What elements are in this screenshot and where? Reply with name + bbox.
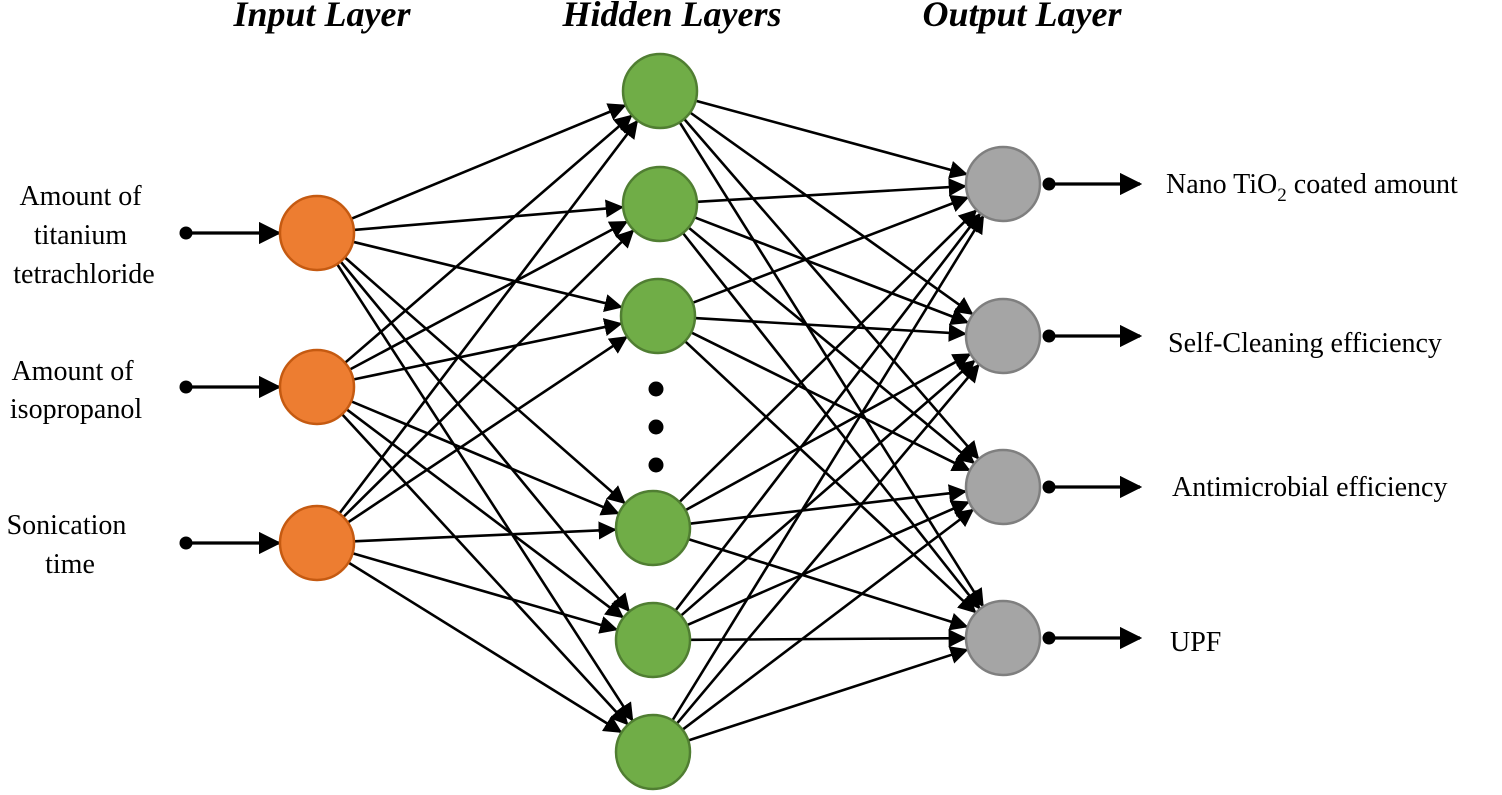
output-label-tio2: Nano TiO2 coated amount [1166, 169, 1458, 206]
input-hidden-connection [350, 103, 627, 221]
input-hidden-connection [353, 521, 617, 543]
input-label-isopropanol: Amount of isopropanol [10, 356, 142, 425]
hidden-output-connection [680, 359, 976, 617]
ellipsis-dot [648, 381, 664, 397]
hidden-output-connection [687, 646, 969, 742]
output-label-antimicrobial: Antimicrobial efficiency [1172, 472, 1448, 503]
input-label-sonication: Sonication time [7, 510, 134, 580]
input-hidden-connection [336, 263, 634, 722]
hidden-node [614, 489, 692, 567]
input-hidden-connection [341, 413, 629, 726]
hidden-output-connection [692, 194, 970, 305]
output-layer-title: Output Layer [922, 0, 1122, 34]
hidden-output-connection [678, 121, 984, 608]
hidden-node [621, 165, 699, 243]
ellipsis-dot [648, 419, 664, 435]
output-node [964, 297, 1042, 375]
hidden-output-connection [681, 508, 975, 731]
input-hidden-connections [336, 103, 639, 734]
input-hidden-connection [353, 199, 624, 232]
hidden-output-connection [681, 232, 981, 610]
hidden-output-connection [678, 209, 978, 504]
hidden-output-connection [684, 340, 977, 614]
hidden-node [614, 601, 692, 679]
input-label-titanium: Amount of titanium tetrachloride [13, 181, 154, 290]
hidden-output-connection [674, 212, 982, 612]
input-hidden-connection [352, 552, 619, 634]
hidden-output-connection [671, 214, 985, 722]
input-hidden-connection [342, 229, 635, 518]
hidden-ellipsis [648, 381, 664, 473]
input-hidden-connection [347, 336, 628, 524]
hidden-output-connection [687, 226, 976, 464]
hidden-node [621, 52, 699, 130]
output-label-upf: UPF [1170, 627, 1221, 658]
hidden-output-connection [694, 316, 967, 342]
output-node [964, 145, 1042, 223]
input-hidden-connection [348, 220, 629, 371]
hidden-output-connection [689, 484, 968, 525]
nodes [278, 52, 1042, 791]
output-node [964, 599, 1042, 677]
input-hidden-connection [344, 114, 633, 364]
input-hidden-connection [347, 561, 623, 734]
output-node [964, 448, 1042, 526]
input-hidden-connection [350, 400, 620, 516]
hidden-layers-title: Hidden Layers [562, 0, 782, 34]
input-node [278, 348, 356, 426]
hidden-node [614, 713, 692, 791]
input-layer-title: Input Layer [232, 0, 411, 34]
ellipsis-dot [648, 457, 664, 473]
hidden-output-connection [689, 629, 967, 648]
hidden-output-connection [686, 500, 970, 627]
io-arrows [179, 172, 1143, 650]
input-hidden-connection [338, 119, 639, 515]
input-node [278, 504, 356, 582]
hidden-output-connection [689, 111, 974, 315]
input-node [278, 194, 356, 272]
hidden-output-connection [690, 331, 971, 472]
input-hidden-connection [343, 256, 626, 505]
hidden-node [619, 277, 697, 355]
hidden-output-connection [675, 363, 980, 725]
hidden-output-connection [684, 353, 972, 512]
hidden-output-connection [696, 178, 967, 204]
hidden-output-connection [687, 537, 969, 631]
input-hidden-connection [339, 260, 630, 613]
hidden-output-connection [695, 99, 969, 179]
output-label-self-cleaning: Self-Cleaning efficiency [1168, 328, 1442, 359]
input-hidden-connection [352, 318, 623, 381]
hidden-output-connection [694, 216, 970, 326]
hidden-output-connections [671, 99, 985, 742]
input-hidden-connection [352, 240, 623, 312]
